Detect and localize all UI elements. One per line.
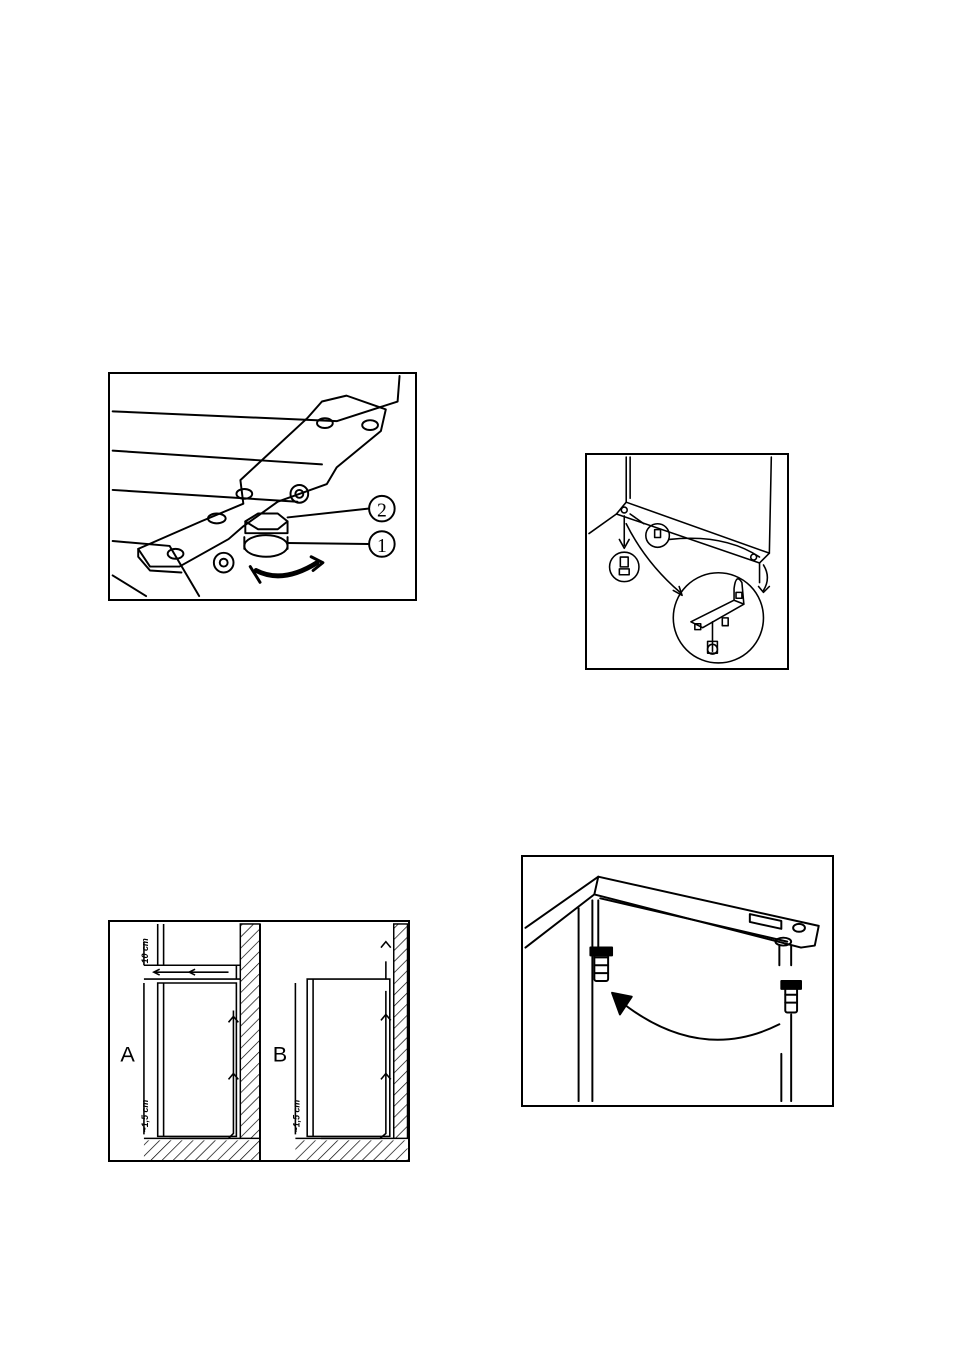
figure-pin-transfer bbox=[521, 855, 834, 1107]
callout-1-label: 1 bbox=[377, 535, 387, 557]
label-a: A bbox=[120, 1042, 135, 1067]
adjustable-foot-illustration: 2 1 bbox=[110, 374, 415, 599]
ventilation-clearance-illustration: A B 10 cm ~1,5 cm ~1,5 cm bbox=[110, 922, 408, 1160]
hinge-detail-illustration bbox=[587, 455, 787, 668]
label-b: B bbox=[273, 1042, 287, 1067]
figure-ventilation-clearance: A B 10 cm ~1,5 cm ~1,5 cm bbox=[108, 920, 410, 1162]
dim-bottom-a: ~1,5 cm bbox=[140, 1100, 150, 1133]
callout-2-label: 2 bbox=[377, 499, 387, 521]
dim-top-a: 10 cm bbox=[140, 938, 150, 963]
dim-bottom-b: ~1,5 cm bbox=[291, 1100, 301, 1133]
pin-transfer-illustration bbox=[523, 857, 832, 1105]
figure-adjustable-foot: 2 1 bbox=[108, 372, 417, 601]
figure-hinge-detail bbox=[585, 453, 789, 670]
